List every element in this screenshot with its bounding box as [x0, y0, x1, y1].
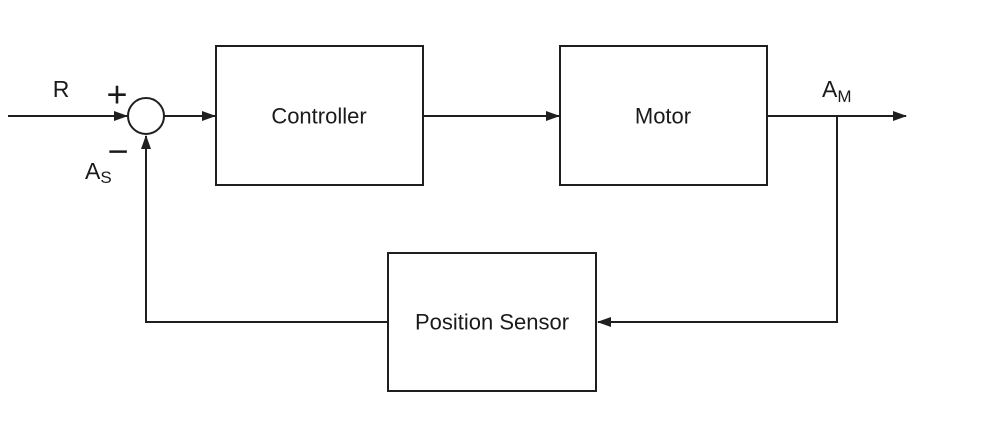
motor-output-signal-base: A	[822, 76, 838, 102]
motor-output-signal-label: AM	[822, 76, 852, 106]
sensor-feedback-signal-base: A	[85, 158, 101, 184]
controller-block	[215, 45, 424, 186]
sensor-feedback-signal-label: AS	[85, 158, 112, 187]
position-sensor-block	[387, 252, 597, 392]
output-branch-to-sensor-wire	[597, 116, 838, 327]
summing-junction	[127, 97, 165, 135]
minus-sign-label: −	[107, 131, 128, 172]
sensor-to-summing-wire	[141, 135, 388, 323]
controller-block-label: Controller	[271, 104, 366, 129]
position-sensor-block-label: Position Sensor	[415, 310, 569, 335]
motor-block-label: Motor	[635, 104, 691, 129]
motor-block	[559, 45, 768, 186]
motor-output-signal-subscript: M	[837, 87, 851, 106]
reference-signal-label: R	[53, 76, 70, 102]
sensor-feedback-signal-subscript: S	[100, 168, 111, 187]
plus-sign-label: +	[106, 74, 127, 115]
